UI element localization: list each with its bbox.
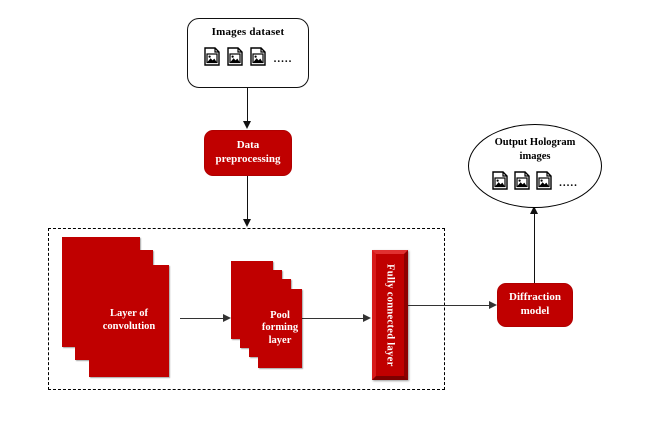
arrowhead-dataset-to-preprocessing: [243, 121, 251, 129]
pool-forming-layer-node[interactable]: Pool forming layer: [231, 261, 327, 368]
output-hologram-label-line2: images: [519, 150, 551, 162]
images-dataset-ellipsis: .....: [273, 53, 293, 65]
convolution-card-front: Layer of convolution: [89, 265, 169, 377]
image-file-icon: [492, 171, 508, 190]
data-preprocessing-label: Data preprocessing: [215, 139, 281, 165]
image-file-icon: [203, 47, 220, 66]
connector-convolution-to-pooling: [180, 318, 224, 320]
output-hologram-ellipsis: .....: [559, 177, 578, 189]
fully-connected-bar: [372, 250, 408, 380]
diffraction-model-label: Diffraction model: [509, 291, 561, 317]
image-file-icon: [226, 47, 243, 66]
images-dataset-icon-row: .....: [188, 47, 308, 66]
images-dataset-node[interactable]: Images dataset: [187, 18, 309, 88]
images-dataset-label: Images dataset: [211, 26, 285, 38]
pool-forming-layer-label: Pool forming layer: [261, 309, 299, 346]
diffraction-model-node[interactable]: Diffraction model: [497, 283, 573, 327]
output-hologram-icon-row: .....: [469, 171, 601, 190]
image-file-icon: [514, 171, 530, 190]
arrowhead-pooling-to-fully-connected: [363, 313, 371, 322]
data-preprocessing-node[interactable]: Data preprocessing: [204, 130, 292, 176]
output-hologram-node[interactable]: Output Hologram images: [468, 124, 602, 208]
connector-fully-connected-to-diffraction: [408, 305, 490, 307]
cnn-dashed-container: [48, 228, 445, 390]
connector-pooling-to-fully-connected: [302, 318, 364, 320]
fully-connected-layer-node[interactable]: Fully connected layer: [372, 250, 408, 380]
connector-preprocessing-to-cnn: [247, 176, 249, 220]
arrowhead-preprocessing-to-cnn: [243, 219, 251, 227]
arrowhead-convolution-to-pooling: [223, 313, 231, 322]
output-hologram-label: Output Hologram images: [469, 136, 601, 163]
pool-card-front: Pool forming layer: [258, 289, 302, 368]
convolution-layer-node[interactable]: Layer of convolution: [62, 237, 180, 379]
image-file-icon: [249, 47, 266, 66]
output-hologram-label-line1: Output Hologram: [494, 137, 576, 148]
image-file-icon: [536, 171, 552, 190]
convolution-layer-label: Layer of convolution: [102, 308, 156, 332]
connector-diffraction-to-output: [534, 213, 536, 283]
fully-connected-layer-label: Fully connected layer: [384, 263, 396, 367]
connector-dataset-to-preprocessing: [247, 88, 249, 122]
arrowhead-diffraction-to-output: [530, 206, 538, 214]
arrowhead-fully-connected-to-diffraction: [489, 300, 497, 309]
